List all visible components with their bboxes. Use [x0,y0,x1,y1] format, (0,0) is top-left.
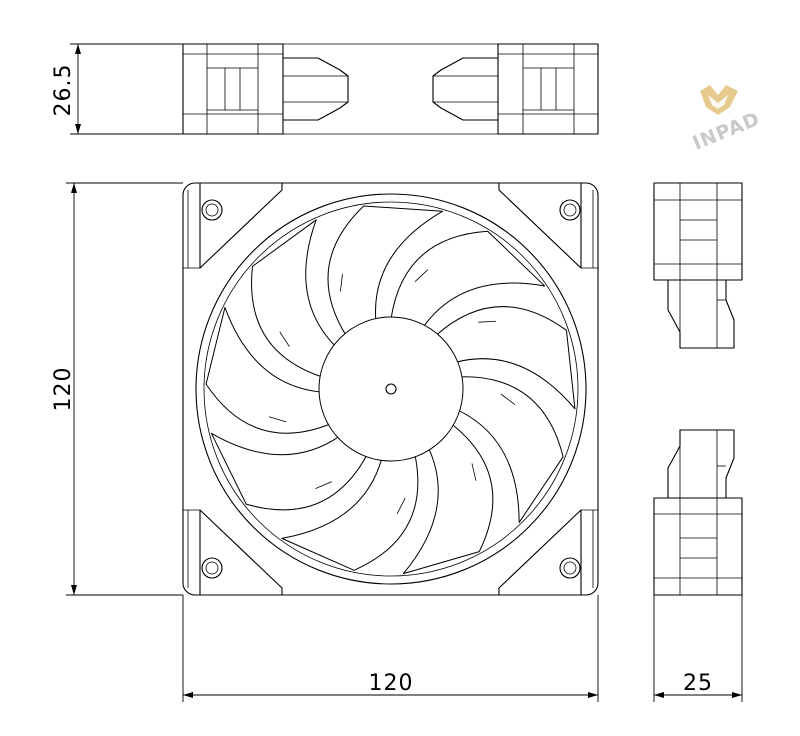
fan-blade [251,219,336,378]
fan-blade-rib [396,497,406,515]
fan-blade-rib [500,393,516,405]
fan-blade [210,432,368,511]
fan-blade-rib [268,416,287,423]
fan-blades [205,205,576,575]
dimension-side-thickness [653,595,743,702]
mounting-hole-bottom-left [201,557,223,579]
fan-blade-rib [339,273,343,292]
fan-blade [390,230,546,328]
fan-shroud-outer [195,193,587,585]
dimension-top-thickness [70,43,183,135]
fan-blade [327,205,443,336]
top-view [182,43,599,135]
dimension-label-side-thickness: 25 [683,671,713,696]
dimension-label-front-width: 120 [369,671,414,696]
inpad-logo: INPAD [690,85,764,155]
fan-blade-rib [471,463,477,481]
fan-hub-center [385,383,397,395]
side-view [653,182,743,596]
dimension-front-height [66,182,183,596]
fan-blade [205,306,331,434]
dimension-front-width [182,595,599,702]
fan-blade-rib [315,481,332,489]
inpad-logo-text: INPAD [690,108,764,155]
inpad-logo-emblem [700,85,738,115]
fan-blade [281,454,419,571]
mounting-hole-top-left [201,199,223,221]
mounting-hole-top-right [559,199,581,221]
fan-blade [457,376,564,523]
dimension-label-front-height: 120 [51,367,76,412]
fan-shroud-inner [203,201,579,577]
fan-blade-rib [478,320,497,323]
fan-blade-rib [414,269,429,282]
dimension-label-top-thickness: 26.5 [51,64,76,117]
fan-blade-rib [279,331,290,347]
fan-hub [318,316,464,462]
fan-blade [402,423,494,575]
mounting-hole-bottom-right [559,557,581,579]
front-view [182,182,599,596]
fan-blade [435,306,576,410]
